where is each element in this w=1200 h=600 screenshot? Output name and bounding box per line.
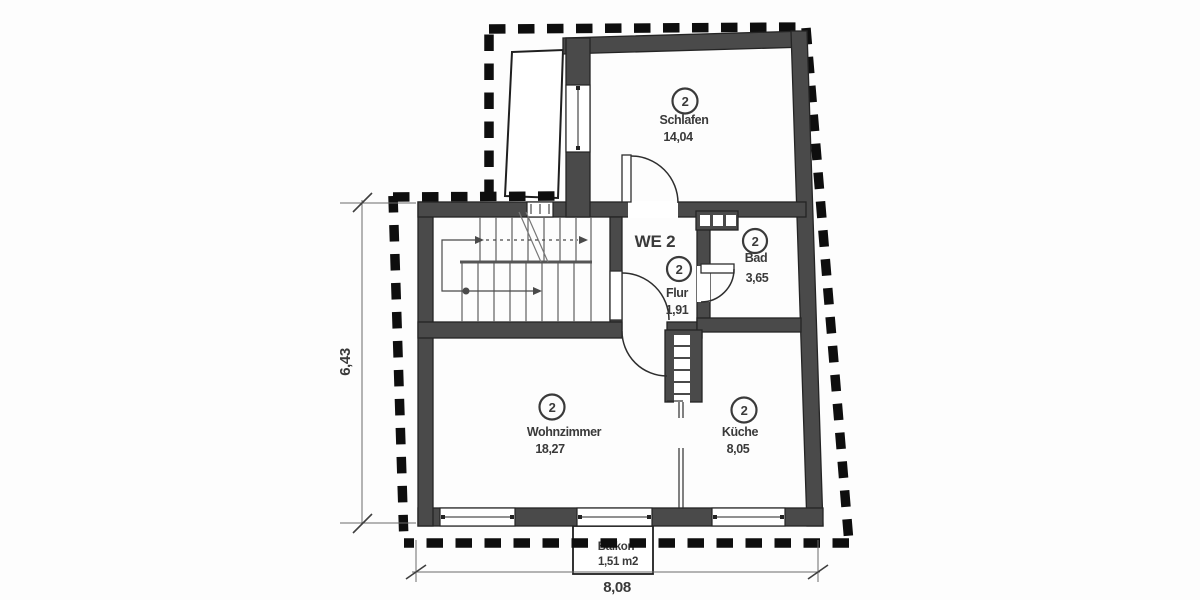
room-label-kueche: 2 Küche 8,05	[722, 396, 759, 456]
room-number: 2	[752, 234, 759, 249]
dimensions: 8,08 6,43	[337, 192, 829, 596]
room-area: 14,04	[663, 130, 693, 144]
room-number-badge	[671, 87, 699, 115]
opening-schlafen	[628, 201, 678, 218]
room-number: 2	[682, 94, 689, 109]
room-area: 3,65	[746, 271, 769, 285]
walk-line-arrow	[533, 287, 542, 295]
labels: WE 2 2 Schlafen 14,04 2 Bad 3,65 2 Flur …	[527, 87, 769, 456]
room-number-badge	[665, 255, 693, 283]
staircase	[441, 211, 592, 322]
room-label-flur: 2 Flur 1,91	[665, 255, 693, 317]
kitchen-partition	[667, 400, 684, 508]
room-name: Bad	[745, 251, 767, 265]
side-annex-outline	[503, 48, 565, 200]
shaft-cell	[674, 359, 690, 369]
doors	[609, 154, 735, 377]
unit-label: WE 2	[635, 232, 676, 251]
room-area: 8,05	[727, 442, 750, 456]
shaft-cell	[726, 215, 736, 226]
boundary-top	[488, 22, 807, 34]
shaft-cell	[713, 215, 723, 226]
room-label-wohnzimmer: 2 Wohnzimmer 18,27	[527, 393, 602, 456]
room-name: Wohnzimmer	[527, 425, 602, 439]
dim-width-label: 8,08	[603, 579, 631, 596]
walk-line-arrow	[579, 236, 588, 244]
walk-line-start-dot	[462, 287, 470, 295]
dim-tick	[405, 564, 427, 580]
room-name: Schlafen	[660, 113, 709, 127]
door-wohnzimmer	[621, 330, 668, 377]
shaft-cell	[674, 335, 690, 345]
room-number-badge	[741, 227, 769, 255]
room-number: 2	[676, 262, 683, 277]
shaft-cell	[674, 371, 690, 381]
walk-line-arrow	[475, 236, 484, 244]
shaft-cell	[700, 215, 710, 226]
shafts	[674, 215, 736, 405]
wall-bad-bottom	[696, 317, 802, 333]
window-stairwell	[526, 201, 554, 218]
dim-tick	[807, 564, 829, 580]
room-name: Flur	[666, 286, 689, 300]
wall-stair-bottom	[417, 321, 623, 339]
window	[711, 507, 786, 527]
stair-break-mark	[518, 211, 549, 263]
shaft-cell	[674, 395, 690, 405]
dim-height-label: 6,43	[337, 348, 354, 376]
partition-line	[678, 448, 684, 508]
property-boundary-dashed-line	[388, 22, 854, 548]
balcony-outline	[572, 525, 654, 575]
room-area: 1,91	[666, 303, 689, 317]
dim-tick	[352, 513, 373, 534]
partition-line	[678, 402, 684, 418]
door-schlafen	[621, 154, 679, 204]
windows	[439, 84, 786, 527]
wall-left	[417, 201, 434, 527]
room-area: 18,27	[535, 442, 565, 456]
window	[439, 507, 516, 527]
room-number: 2	[549, 400, 556, 415]
balcony-area: 1,51 m2	[598, 556, 638, 568]
door-entrance-we2	[609, 270, 670, 321]
shaft-cell	[674, 383, 690, 393]
opening-bad	[697, 266, 710, 302]
room-number: 2	[741, 403, 748, 418]
wall-schlafen-separator	[417, 201, 807, 218]
room-label-schlafen: 2 Schlafen 14,04	[660, 87, 709, 144]
door-bad	[700, 263, 735, 303]
stair-walk-line	[441, 236, 588, 295]
room-number-badge	[538, 393, 566, 421]
dim-tick	[352, 192, 373, 213]
window-schlafen	[565, 84, 591, 153]
room-label-bad: 2 Bad 3,65	[741, 227, 769, 285]
shaft-cell	[674, 347, 690, 357]
room-name: Küche	[722, 425, 759, 439]
room-number-badge	[730, 396, 758, 424]
window-balcony-door	[576, 507, 653, 527]
